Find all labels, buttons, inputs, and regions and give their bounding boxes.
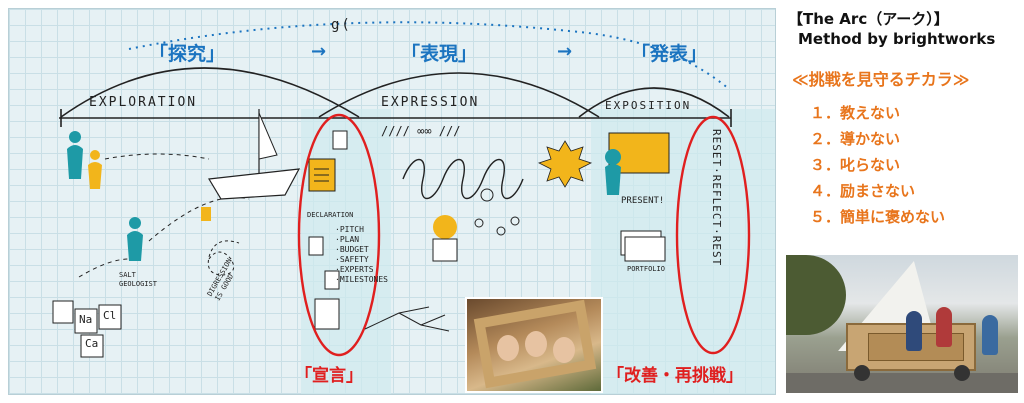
label-declaration-jp: 「宣言」 (295, 366, 363, 386)
heading-expression: 「表現」 (401, 43, 478, 65)
note-slashes: //// ∞∞ /// (381, 124, 461, 138)
rules-list: １．教えない ２．導かない ３．叱らない ４．励まさない ５．簡単に褒めない (810, 100, 945, 230)
note-present: PRESENT! (621, 196, 665, 206)
panel-heading: ≪挑戦を見守るチカラ≫ (792, 70, 970, 89)
element-blocks-icon (52, 300, 122, 358)
label-expression: EXPRESSION (381, 95, 480, 110)
arrow-icon: → (557, 41, 573, 62)
note-salt-geologist: SALT GEOLOGIST (119, 271, 157, 288)
portfolio-icon (620, 230, 666, 262)
presenter-figure-icon (605, 132, 670, 195)
document-icon (308, 130, 348, 330)
label-exploration: EXPLORATION (89, 95, 198, 110)
note-plan-list: ·PITCH ·PLAN ·BUDGET ·SAFETY ·EXPERTS ·M… (335, 225, 388, 284)
label-exposition: EXPOSITION (605, 99, 692, 112)
note-declaration: DECLARATION (307, 211, 354, 219)
sail-cart-photo (786, 255, 1018, 393)
arrow-icon: → (311, 41, 327, 62)
panel-title: 【The Arc（アーク）】 (788, 10, 949, 28)
sketch-drawing (52, 21, 775, 394)
rule-item: ５．簡単に褒めない (810, 208, 946, 226)
rule-item: ２．導かない (810, 130, 901, 148)
digression-spiral-icon (207, 240, 240, 276)
scientist-figure-icon (432, 188, 520, 262)
note-portfolio: PORTFOLIO (627, 265, 665, 273)
exposition-arc (578, 87, 730, 118)
top-mark: g( (331, 17, 352, 33)
top-dotted-arc (128, 21, 730, 90)
rule-item: １．教えない (810, 104, 901, 122)
sun-icon (537, 140, 593, 188)
element-ca: Ca (85, 337, 99, 350)
expression-arc (318, 72, 600, 118)
exploration-arc (60, 67, 360, 118)
yellow-figure-icon (88, 150, 102, 189)
branch-scribble (364, 306, 450, 332)
label-improve-jp: 「改善・再挑戦」 (607, 366, 743, 386)
exclamation-icon (201, 207, 211, 221)
teal-figure-icon (67, 131, 83, 179)
students-photo (465, 297, 603, 393)
geologist-figure-icon (127, 217, 143, 261)
heading-inquiry: 「探究」 (149, 43, 226, 65)
boat-icon (208, 109, 301, 200)
rule-item: ４．励まさない (810, 182, 916, 200)
rule-item: ３．叱らない (810, 156, 901, 174)
coil-scribble (402, 159, 524, 199)
heading-presentation: 「発表」 (631, 43, 708, 65)
element-cl: Cl (103, 309, 117, 322)
element-na: Na (79, 313, 93, 326)
panel-subtitle-method: Method by brightworks (798, 30, 996, 48)
arc-sketch-board: 「探究」 → 「表現」 → 「発表」 g( EXPLORATION EXPRES… (8, 8, 776, 395)
declaration-ellipse (297, 113, 381, 357)
improve-ellipse (675, 115, 751, 355)
note-reset: RESET·REFLECT·REST (710, 129, 723, 267)
